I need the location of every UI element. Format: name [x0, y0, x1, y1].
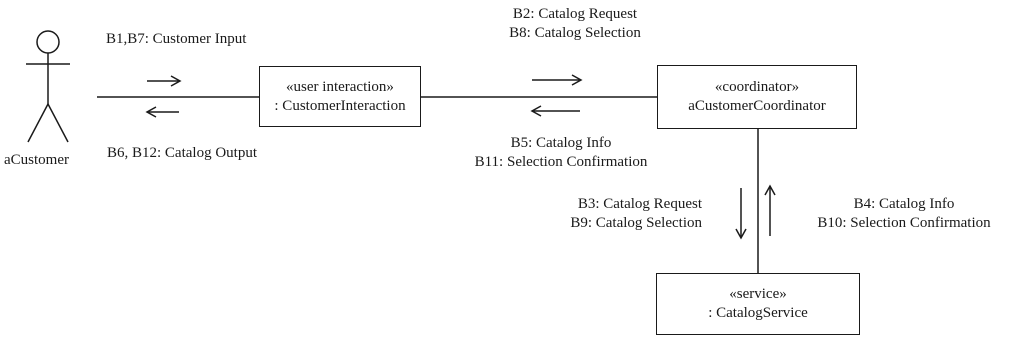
- customer-interaction-stereotype: «user interaction»: [286, 78, 394, 95]
- customer-coordinator-stereotype: «coordinator»: [714, 79, 800, 95]
- catalog-service-name: : CatalogService: [708, 305, 808, 321]
- message-line: B5: Catalog Info: [510, 135, 612, 151]
- message-line: B8: Catalog Selection: [509, 25, 641, 41]
- customer-interaction-object: «user interaction» : CustomerInteraction: [259, 66, 421, 127]
- catalog-service-object: «service» : CatalogService: [656, 273, 860, 335]
- message-line: B9: Catalog Selection: [570, 215, 702, 231]
- customer-interaction-name: : CustomerInteraction: [274, 97, 406, 114]
- arrow-up-service-coordinator: [764, 184, 776, 236]
- customer-coordinator-name: aCustomerCoordinator: [688, 98, 826, 114]
- message-line: B11: Selection Confirmation: [474, 154, 648, 170]
- arrow-down-coordinator-service: [735, 188, 747, 240]
- message-label-coordinator-to-interaction: B5: Catalog Info B11: Selection Confirma…: [436, 134, 686, 172]
- message-label-actor-to-interaction: B1,B7: Customer Input: [106, 31, 247, 47]
- actor-name: aCustomer: [4, 152, 69, 168]
- message-line: B3: Catalog Request: [577, 196, 702, 212]
- message-line: B10: Selection Confirmation: [817, 215, 991, 231]
- message-line: B4: Catalog Info: [853, 196, 955, 212]
- catalog-service-stereotype: «service»: [729, 286, 787, 302]
- arrow-left-interaction-actor: [145, 106, 179, 118]
- customer-coordinator-object: «coordinator» aCustomerCoordinator: [657, 65, 857, 129]
- actor-figure: [26, 30, 70, 143]
- message-label-coordinator-to-service: B3: Catalog Request B9: Catalog Selectio…: [520, 195, 702, 233]
- message-line: B2: Catalog Request: [512, 6, 638, 22]
- arrow-right-interaction-coordinator: [532, 74, 583, 86]
- arrow-right-actor-interaction: [147, 75, 182, 87]
- message-label-service-to-coordinator: B4: Catalog Info B10: Selection Confirma…: [798, 195, 1010, 233]
- message-label-interaction-to-actor: B6, B12: Catalog Output: [107, 145, 257, 161]
- message-label-interaction-to-coordinator: B2: Catalog Request B8: Catalog Selectio…: [475, 5, 675, 43]
- arrow-left-coordinator-interaction: [530, 105, 580, 117]
